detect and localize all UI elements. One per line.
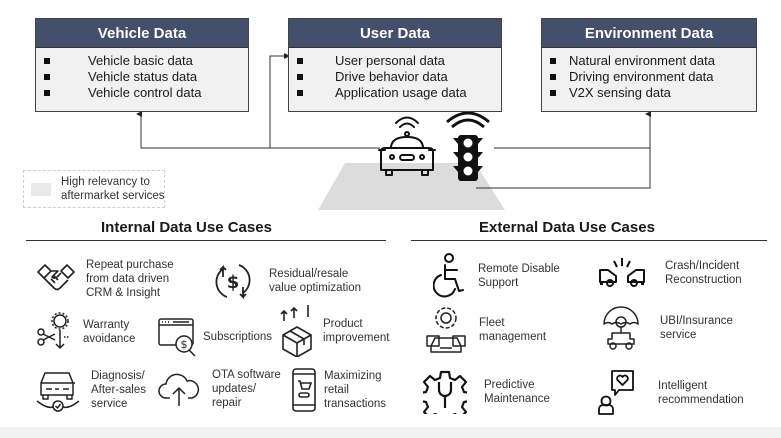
user-data-box: User Data User personal data Drive behav… <box>288 18 502 112</box>
internal-use-cases-title: Internal Data Use Cases <box>101 219 272 236</box>
bullet-icon <box>297 58 303 64</box>
use-case-predictive-maintenance: Predictive Maintenance <box>423 370 550 414</box>
list-item: Vehicle status data <box>44 69 248 85</box>
list-item: Vehicle control data <box>44 85 248 101</box>
list-item-text: Vehicle control data <box>88 85 202 100</box>
cloud-upload-icon <box>158 373 200 406</box>
insurance-umbrella-car-icon <box>603 306 639 350</box>
fleet-gear-icon <box>426 307 466 353</box>
internal-divider <box>26 240 386 241</box>
svg-text:$: $ <box>227 272 240 293</box>
bullet-icon <box>297 74 303 80</box>
car-diagnosis-icon <box>36 372 80 412</box>
use-case-subscriptions: $ Subscriptions <box>158 317 272 357</box>
use-case-label: Residual/resale value optimization <box>269 268 362 294</box>
list-item-text: Natural environment data <box>569 53 715 68</box>
use-case-warranty: Warranty avoidance <box>36 312 135 352</box>
use-case-ubi-insurance: UBI/Insurance service <box>602 306 733 350</box>
mobile-cart-icon <box>292 368 316 412</box>
list-item: Drive behavior data <box>297 69 501 85</box>
use-case-label: Product improvement <box>323 318 390 344</box>
list-item-text: V2X sensing data <box>569 85 671 100</box>
use-case-label: Crash/Incident Reconstruction <box>665 260 742 286</box>
external-use-cases-title: External Data Use Cases <box>479 219 655 236</box>
legend-label: High relevancy to aftermarket services <box>61 176 165 202</box>
list-item: Natural environment data <box>550 53 756 69</box>
use-case-ota-updates: OTA software updates/ repair <box>158 368 281 410</box>
use-case-label: Subscriptions <box>203 331 273 343</box>
wrench-gear-icon <box>423 370 467 414</box>
product-box-icon <box>280 305 312 357</box>
legend-swatch <box>31 183 51 196</box>
svg-text:$: $ <box>181 338 188 351</box>
connector-vehicle <box>136 111 380 149</box>
use-case-product-improvement: Product improvement <box>279 305 389 357</box>
bullet-icon <box>550 90 556 96</box>
use-case-label: UBI/Insurance service <box>660 315 733 341</box>
legend: High relevancy to aftermarket services <box>23 170 165 208</box>
bullet-icon <box>550 74 556 80</box>
bullet-icon <box>297 90 303 96</box>
use-case-label: Diagnosis/ After-sales service <box>91 370 146 410</box>
bullet-icon <box>44 74 50 80</box>
use-case-label: Remote Disable Support <box>478 263 560 289</box>
arrow-user <box>284 53 290 59</box>
vehicle-data-box: Vehicle Data Vehicle basic data Vehicle … <box>35 18 249 112</box>
list-item-text: Vehicle basic data <box>88 53 193 68</box>
use-case-crm: Repeat purchase from data driven CRM & I… <box>36 258 174 300</box>
use-case-fleet-management: Fleet management <box>424 306 546 354</box>
list-item: Driving environment data <box>550 69 756 85</box>
connector-env-2 <box>476 111 651 189</box>
use-case-residual-value: $ Residual/resale value optimization <box>213 261 361 301</box>
dollar-cycle-icon: $ <box>215 264 251 300</box>
use-case-label: Repeat purchase from data driven CRM & I… <box>86 259 174 299</box>
car-crash-icon <box>599 258 645 287</box>
subscription-browser-icon: $ <box>158 318 196 357</box>
list-item-text: Application usage data <box>335 85 467 100</box>
list-item: User personal data <box>297 53 501 69</box>
use-case-label: Warranty avoidance <box>83 319 136 345</box>
bullet-icon <box>44 90 50 96</box>
connector-user <box>269 55 284 148</box>
use-case-label: Predictive Maintenance <box>484 379 550 405</box>
connected-traffic-light-icon <box>446 111 490 181</box>
wheelchair-icon <box>433 253 464 298</box>
bottom-strip <box>0 427 781 438</box>
use-case-label: OTA software updates/ repair <box>212 369 281 409</box>
list-item-text: Drive behavior data <box>335 69 448 84</box>
use-case-label: Intelligent recommendation <box>658 380 744 406</box>
use-case-label: Maximizing retail transactions <box>324 370 387 410</box>
warranty-scissors-icon <box>37 312 70 350</box>
bullet-icon <box>44 58 50 64</box>
list-item-text: Driving environment data <box>569 69 714 84</box>
list-item: V2X sensing data <box>550 85 756 101</box>
use-case-retail: Maximizing retail transactions <box>291 368 386 412</box>
use-case-intelligent-recommendation: Intelligent recommendation <box>598 370 744 416</box>
handshake-icon <box>37 264 75 291</box>
list-item: Vehicle basic data <box>44 53 248 69</box>
use-case-diagnosis: Diagnosis/ After-sales service <box>35 367 146 413</box>
list-item-text: User personal data <box>335 53 445 68</box>
list-item: Application usage data <box>297 85 501 101</box>
environment-data-title: Environment Data <box>542 19 756 48</box>
external-divider <box>411 240 767 241</box>
use-case-crash-reconstruction: Crash/Incident Reconstruction <box>599 256 742 290</box>
vehicle-data-title: Vehicle Data <box>36 19 248 48</box>
use-case-label: Fleet management <box>479 317 547 343</box>
list-item-text: Vehicle status data <box>88 69 198 84</box>
connected-car-icon <box>378 116 436 176</box>
user-heart-chat-icon <box>598 370 634 415</box>
user-data-title: User Data <box>289 19 501 48</box>
use-case-remote-disable: Remote Disable Support <box>433 253 560 299</box>
environment-data-box: Environment Data Natural environment dat… <box>541 18 757 112</box>
bullet-icon <box>550 58 556 64</box>
